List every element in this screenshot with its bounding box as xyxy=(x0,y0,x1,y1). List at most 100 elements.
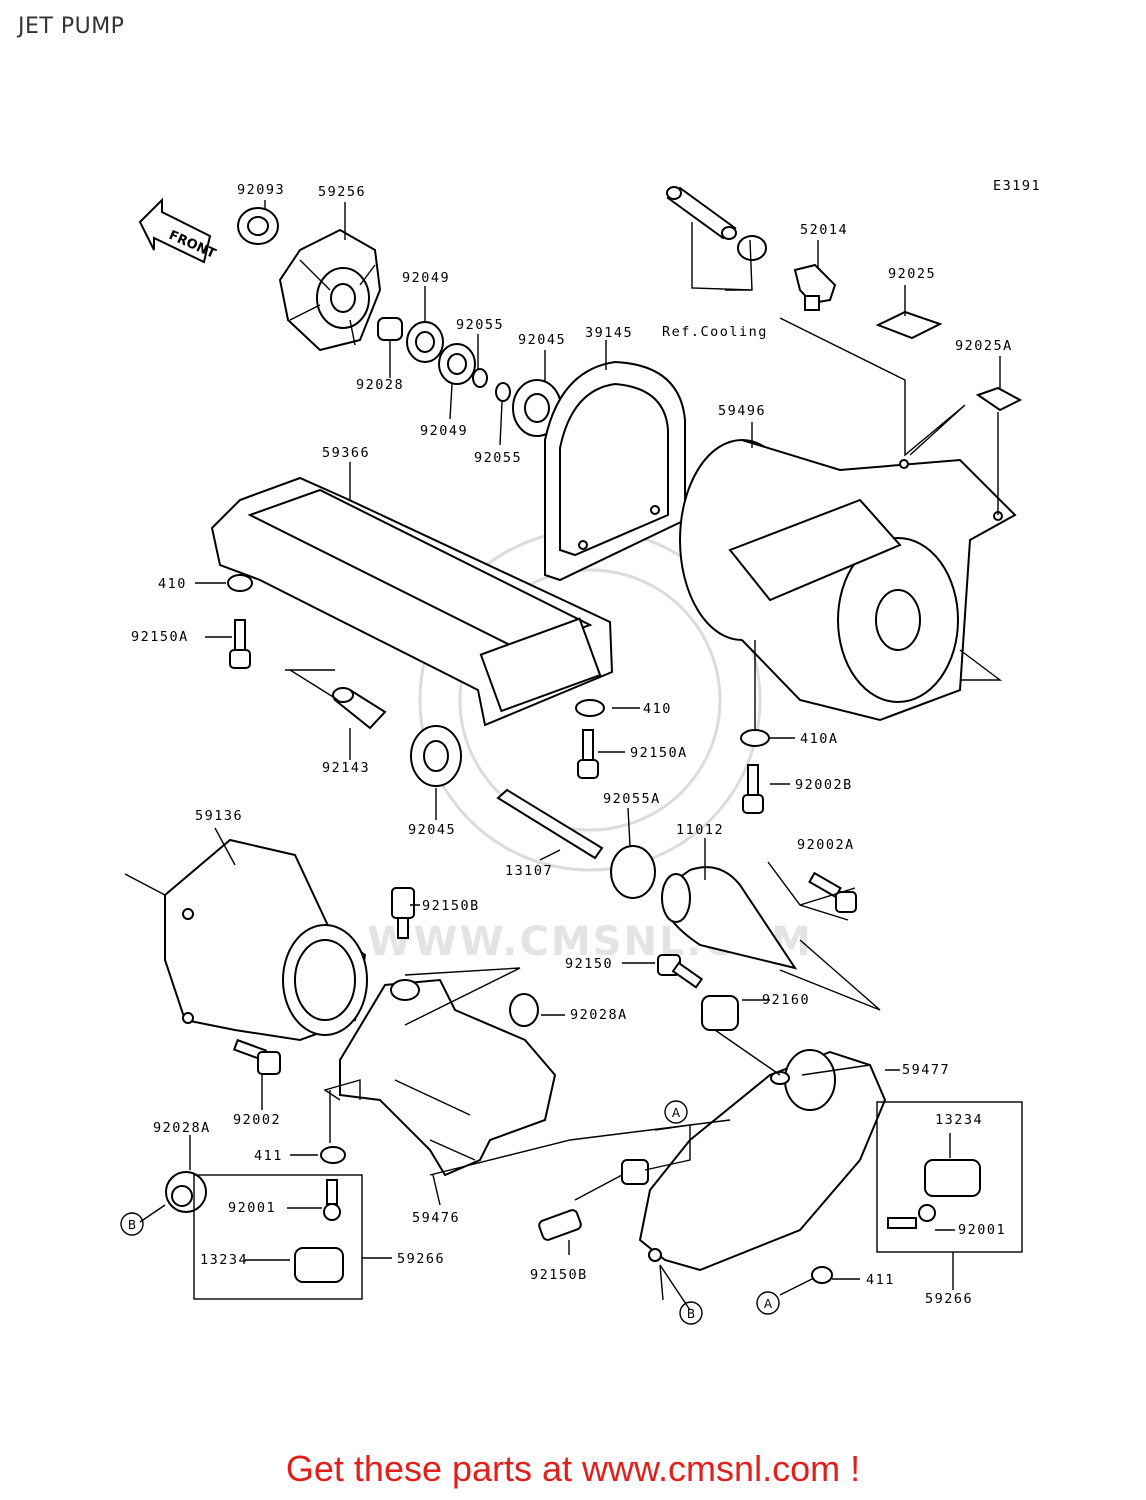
part-92093-seal[interactable] xyxy=(237,207,279,245)
part-92055-oring-a[interactable] xyxy=(472,368,488,388)
part-59136-stator[interactable] xyxy=(164,838,368,1042)
label-411-b: 411 xyxy=(866,1272,895,1288)
part-59366-plate[interactable] xyxy=(210,476,614,727)
label-92045-b: 92045 xyxy=(408,822,456,838)
part-92002b-bolt[interactable] xyxy=(742,764,764,814)
part-59256-impeller[interactable] xyxy=(278,228,382,352)
label-92143: 92143 xyxy=(322,760,370,776)
svg-text:B: B xyxy=(687,1307,695,1321)
label-13234-a: 13234 xyxy=(200,1252,248,1268)
label-92028a-a: 92028A xyxy=(570,1007,628,1023)
label-59256: 59256 xyxy=(318,184,366,200)
svg-text:A: A xyxy=(764,1297,773,1311)
part-92028a-grommet-a[interactable] xyxy=(509,993,539,1027)
ref-circle-b-2: B xyxy=(679,1301,703,1325)
label-410a: 410A xyxy=(800,731,839,747)
label-59366: 59366 xyxy=(322,445,370,461)
label-92093: 92093 xyxy=(237,182,285,198)
part-39145-cover[interactable] xyxy=(544,360,686,582)
label-92150: 92150 xyxy=(565,956,613,972)
label-92055-b: 92055 xyxy=(474,450,522,466)
kit-59266-left-box[interactable] xyxy=(193,1174,363,1300)
part-92160-collar[interactable] xyxy=(701,995,739,1031)
label-92049-b: 92049 xyxy=(420,423,468,439)
label-59266-b: 59266 xyxy=(925,1291,973,1307)
part-52014-fitting[interactable] xyxy=(793,263,837,311)
part-11012-cone[interactable] xyxy=(661,866,798,970)
label-92002: 92002 xyxy=(233,1112,281,1128)
part-92143-collar[interactable] xyxy=(332,687,387,730)
part-59477-deflector[interactable] xyxy=(621,1049,887,1272)
page-title: JET PUMP xyxy=(18,14,125,39)
kit-59266-right-box[interactable] xyxy=(876,1101,1023,1253)
svg-text:A: A xyxy=(672,1106,681,1120)
label-52014: 52014 xyxy=(800,222,848,238)
label-92025a: 92025A xyxy=(955,338,1013,354)
ref-cooling-label: Ref.Cooling xyxy=(662,324,768,340)
part-92001-left[interactable] xyxy=(323,1179,341,1221)
part-92055-oring-b[interactable] xyxy=(495,382,511,402)
label-410-a: 410 xyxy=(158,576,187,592)
label-92150b-b: 92150B xyxy=(530,1267,588,1283)
part-59496-pump-case[interactable] xyxy=(679,439,1017,722)
part-410a-washer[interactable] xyxy=(740,729,770,747)
leader-lines xyxy=(124,200,1003,1311)
diagram-code: E3191 xyxy=(993,178,1041,194)
label-92025: 92025 xyxy=(888,266,936,282)
label-92150b-a: 92150B xyxy=(422,898,480,914)
part-92028a-grommet-b[interactable] xyxy=(165,1171,207,1213)
part-92049-seal-b[interactable] xyxy=(438,343,476,385)
part-13234-left[interactable] xyxy=(294,1247,344,1283)
part-411-washer-b[interactable] xyxy=(811,1266,833,1284)
ref-circle-a-2: A xyxy=(756,1291,780,1315)
part-92025a-shim[interactable] xyxy=(975,386,1023,412)
part-13107-shaft[interactable] xyxy=(496,788,604,860)
part-410-washer-a[interactable] xyxy=(227,574,253,592)
label-92045-a: 92045 xyxy=(518,332,566,348)
part-92150b-collar-b[interactable] xyxy=(538,1209,582,1241)
label-92055a: 92055A xyxy=(603,791,661,807)
part-59476-nozzle[interactable] xyxy=(339,978,557,1177)
part-13234-right[interactable] xyxy=(924,1159,981,1197)
ref-circle-a-1: A xyxy=(664,1100,688,1124)
part-92001-right[interactable] xyxy=(887,1204,936,1229)
part-92150a-bolt-a[interactable] xyxy=(229,619,251,669)
label-92150a-b: 92150A xyxy=(630,745,688,761)
label-411-a: 411 xyxy=(254,1148,283,1164)
label-92002b: 92002B xyxy=(795,777,853,793)
part-410-washer-b[interactable] xyxy=(575,699,605,717)
part-92045-bearing-b[interactable] xyxy=(410,725,462,787)
part-cooling-hose[interactable] xyxy=(666,186,767,261)
part-92150a-bolt-b[interactable] xyxy=(577,729,599,779)
part-92028-collar[interactable] xyxy=(377,317,403,341)
label-92028a-b: 92028A xyxy=(153,1120,211,1136)
label-92150a-a: 92150A xyxy=(131,629,189,645)
label-92028: 92028 xyxy=(356,377,404,393)
label-92002a: 92002A xyxy=(797,837,855,853)
part-92150-bolt[interactable] xyxy=(657,954,704,989)
label-11012: 11012 xyxy=(676,822,724,838)
label-92001-a: 92001 xyxy=(228,1200,276,1216)
ref-circle-b-1: B xyxy=(120,1212,144,1236)
part-92002-bolt[interactable] xyxy=(232,1038,281,1075)
label-13107: 13107 xyxy=(505,863,553,879)
part-92049-seal-a[interactable] xyxy=(406,321,444,363)
label-92049-a: 92049 xyxy=(402,270,450,286)
part-92025-shim[interactable] xyxy=(875,310,943,340)
part-92002a-bolt[interactable] xyxy=(808,871,857,913)
promo-link[interactable]: Get these parts at www.cmsnl.com ! xyxy=(285,1448,861,1489)
label-92001-b: 92001 xyxy=(958,1222,1006,1238)
label-13234-b: 13234 xyxy=(935,1112,983,1128)
label-59476: 59476 xyxy=(412,1210,460,1226)
label-59266-a: 59266 xyxy=(397,1251,445,1267)
label-410-b: 410 xyxy=(643,701,672,717)
part-92150b-collar-a[interactable] xyxy=(391,887,415,939)
part-92055a-oring[interactable] xyxy=(610,845,656,899)
part-411-washer-a[interactable] xyxy=(320,1146,346,1164)
label-92160: 92160 xyxy=(762,992,810,1008)
label-39145: 39145 xyxy=(585,325,633,341)
label-59136: 59136 xyxy=(195,808,243,824)
label-59477: 59477 xyxy=(902,1062,950,1078)
front-arrow-icon: FRONT xyxy=(138,197,218,264)
